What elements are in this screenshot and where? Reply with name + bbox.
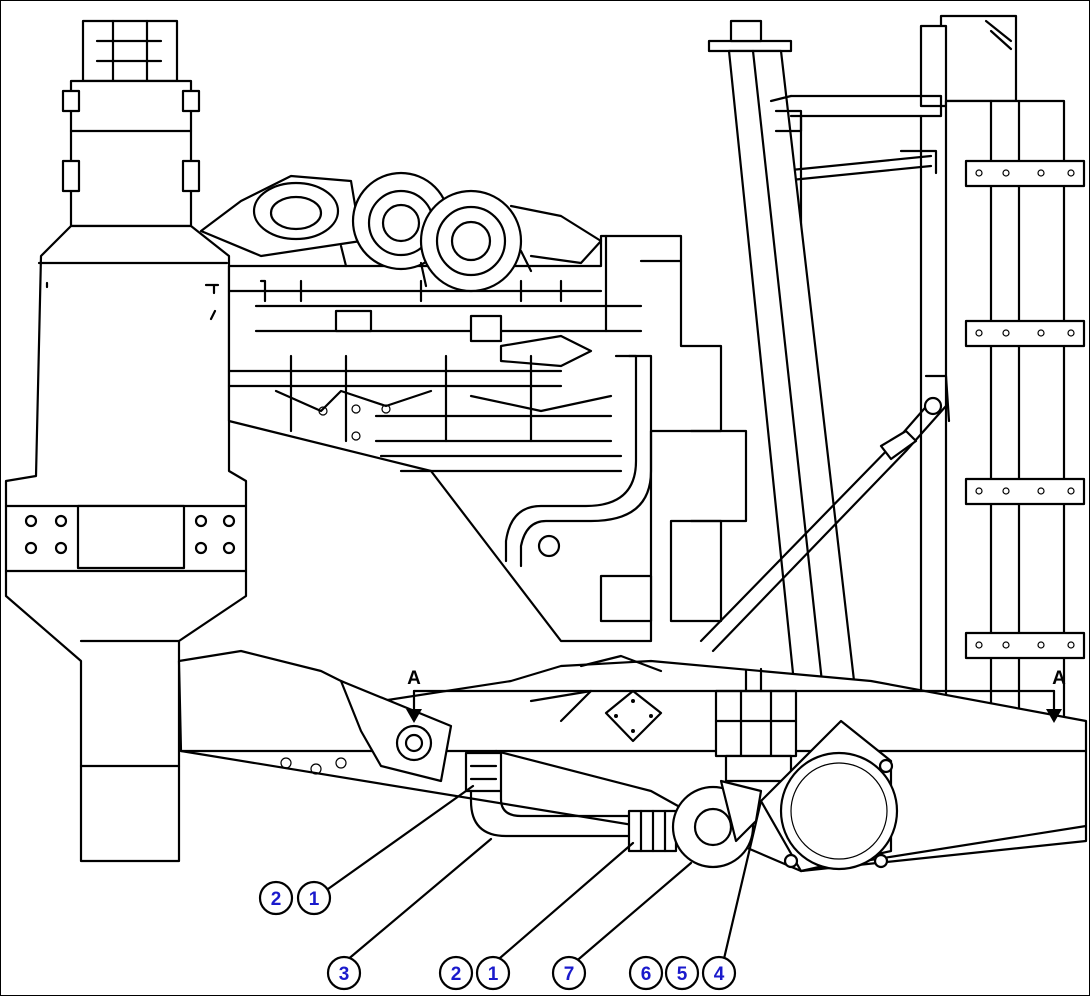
callout-circle-c-4 bbox=[701, 955, 737, 991]
callout-label-c-1-a: 1 bbox=[309, 889, 320, 910]
callout-label-c-4: 4 bbox=[714, 964, 725, 985]
turbochargers bbox=[199, 171, 603, 293]
callout-circle-c-2-b bbox=[438, 955, 474, 991]
center-mount bbox=[714, 667, 798, 783]
callout-label-c-7: 7 bbox=[564, 964, 575, 985]
callout-label-c-2-a: 2 bbox=[271, 889, 282, 910]
pipe-assembly bbox=[464, 751, 763, 869]
left-pivot-mount bbox=[339, 679, 453, 783]
radiator-frame bbox=[779, 14, 1086, 743]
callout-circle-c-7 bbox=[551, 955, 587, 991]
callout-bubbles: 2 1 3 2 1 7 6 5 4 bbox=[258, 880, 737, 991]
callout-circle-c-5 bbox=[664, 955, 700, 991]
section-line-a-a: A A bbox=[406, 668, 1066, 723]
callout-label-c-5: 5 bbox=[677, 964, 688, 985]
callout-circle-c-3 bbox=[326, 955, 362, 991]
callout-circle-c-2-a bbox=[258, 880, 294, 916]
callout-circle-c-1-b bbox=[475, 955, 511, 991]
strut-rod bbox=[699, 374, 951, 653]
exhaust-pipe bbox=[707, 19, 863, 753]
callout-circle-c-6 bbox=[628, 955, 664, 991]
engine-block bbox=[227, 234, 723, 643]
left-housing bbox=[4, 19, 248, 863]
callout-label-c-1-b: 1 bbox=[488, 964, 499, 985]
right-mount bbox=[759, 719, 899, 873]
callout-label-c-6: 6 bbox=[641, 964, 652, 985]
callout-label-c-3: 3 bbox=[339, 964, 350, 985]
callout-label-c-2-b: 2 bbox=[451, 964, 462, 985]
leader-lines bbox=[326, 784, 763, 966]
callout-circle-c-1-a bbox=[296, 880, 332, 916]
section-label-left: A bbox=[407, 668, 421, 689]
section-label-right: A bbox=[1052, 668, 1066, 689]
